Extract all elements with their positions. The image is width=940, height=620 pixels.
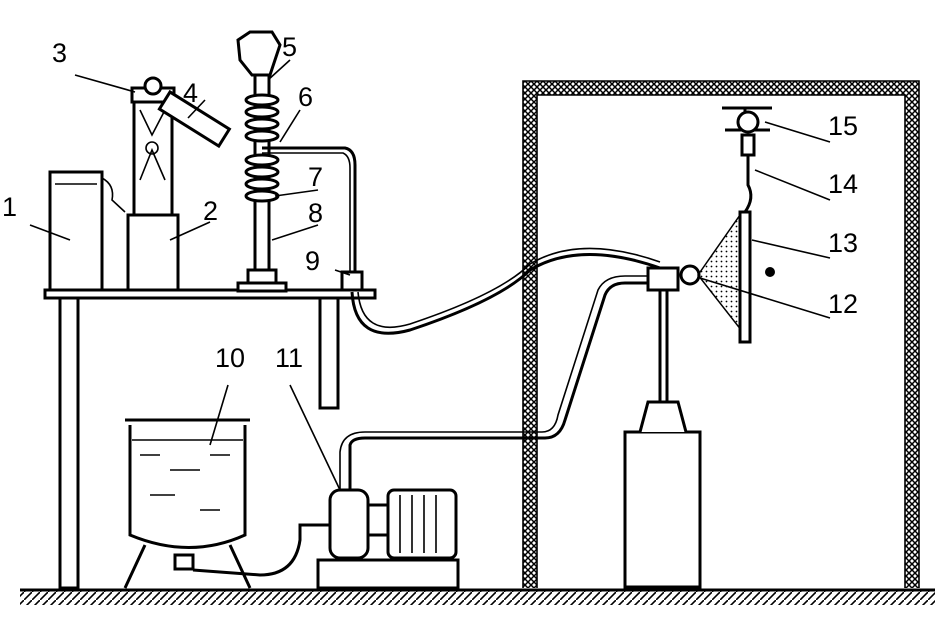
part-labels: 1 2 3 4 5 6 7 8 9 10 11 12 13 14 15 — [2, 32, 858, 373]
paint-tank — [123, 418, 252, 589]
label-15: 15 — [828, 111, 858, 141]
pump-motor-unit — [192, 275, 655, 590]
label-8: 8 — [308, 198, 323, 228]
label-4: 4 — [183, 78, 198, 108]
gun-stand — [623, 290, 702, 589]
label-12: 12 — [828, 289, 858, 319]
label-10: 10 — [215, 343, 245, 373]
floor — [20, 588, 935, 605]
measuring-cylinder — [48, 170, 126, 292]
leader-lines — [29, 59, 831, 491]
label-5: 5 — [282, 32, 297, 62]
label-7: 7 — [308, 162, 323, 192]
workpiece-hanger — [722, 106, 775, 344]
label-13: 13 — [828, 228, 858, 258]
paint-hose — [350, 253, 661, 335]
feed-pipe — [262, 146, 357, 275]
table — [43, 288, 377, 590]
high-voltage-insulator — [236, 30, 288, 293]
manometer-tube — [157, 89, 232, 149]
label-1: 1 — [2, 192, 17, 222]
fitting — [340, 270, 364, 292]
label-6: 6 — [298, 82, 313, 112]
label-14: 14 — [828, 169, 858, 199]
label-11: 11 — [275, 343, 303, 373]
label-3: 3 — [52, 38, 67, 68]
label-9: 9 — [305, 246, 320, 276]
spray-booth — [522, 80, 920, 588]
spray-gun — [646, 212, 746, 338]
pressure-vessel — [126, 76, 180, 292]
label-2: 2 — [203, 196, 218, 226]
